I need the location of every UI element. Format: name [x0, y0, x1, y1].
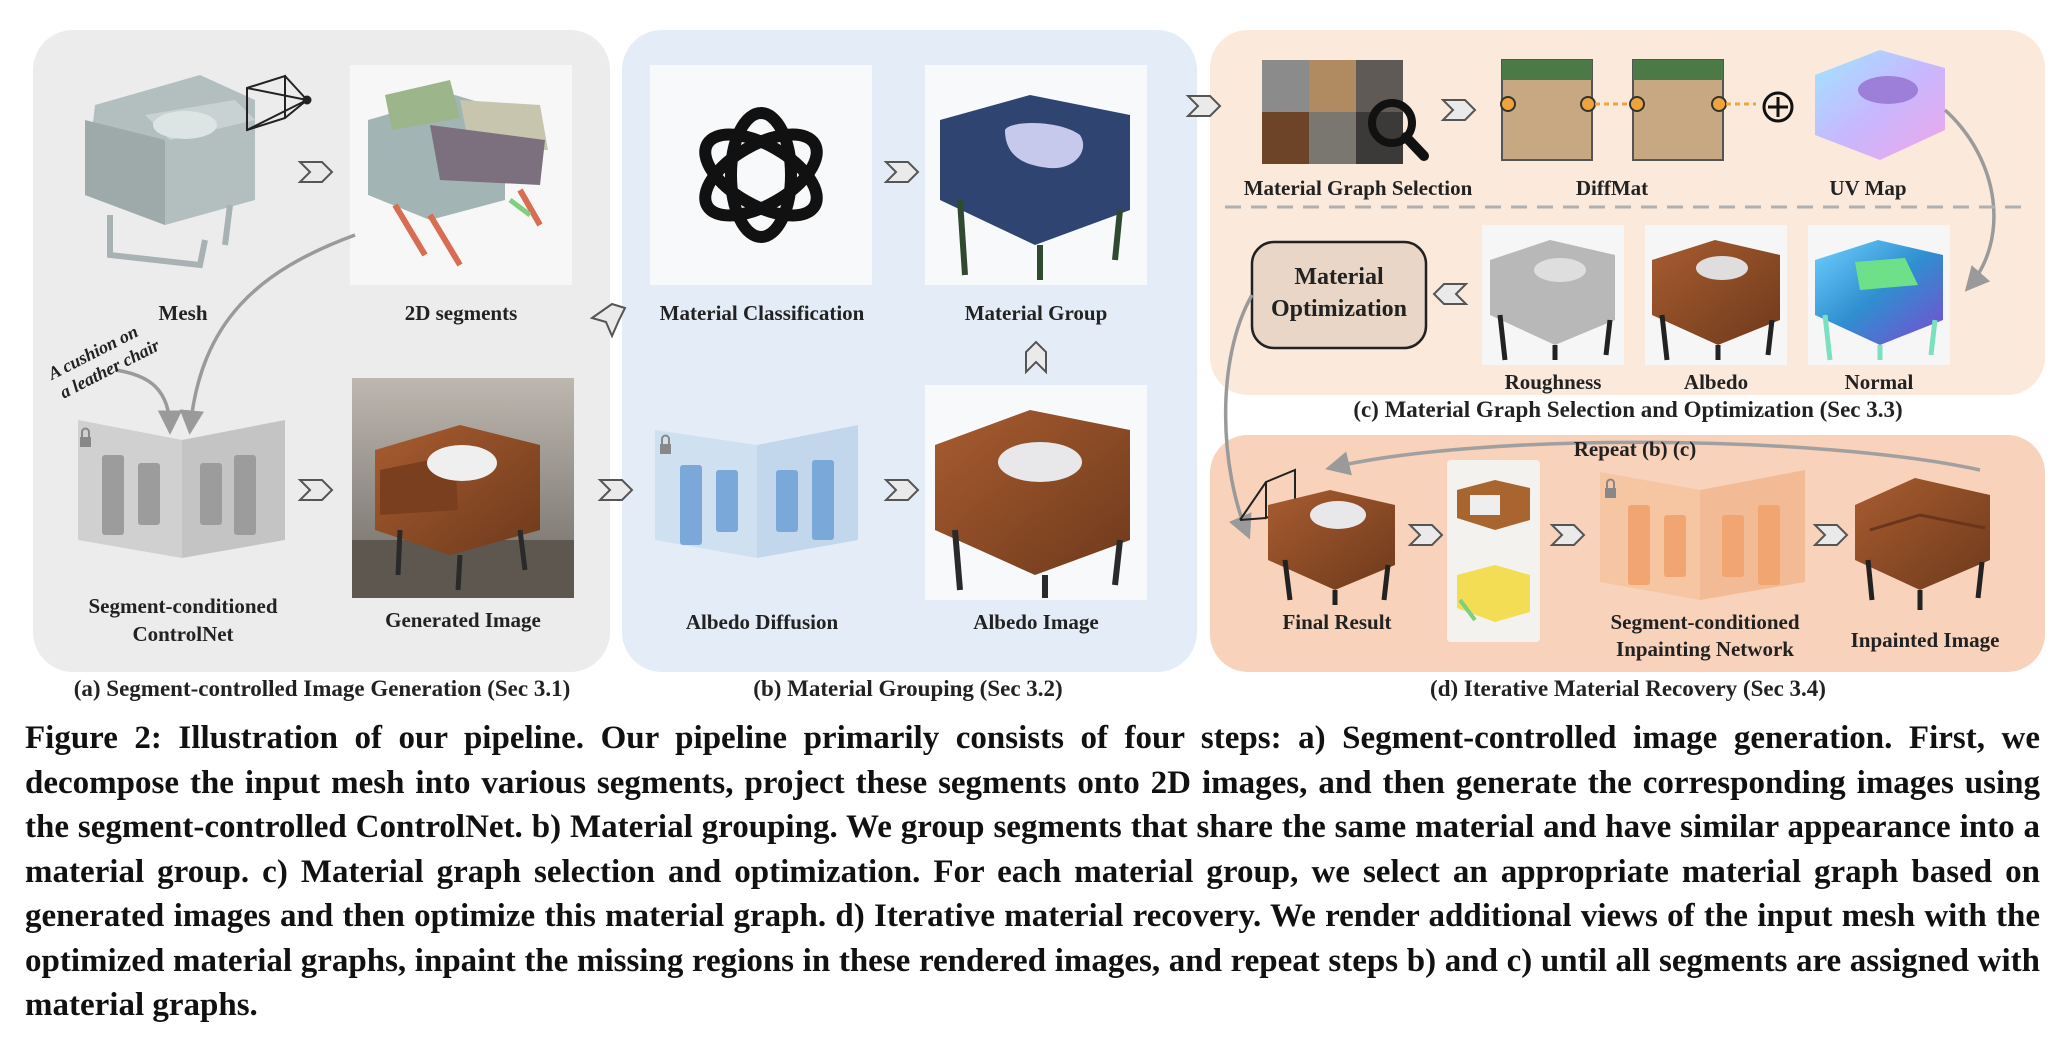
inpainted-image-label: Inpainted Image — [1851, 628, 2000, 652]
chevron-left-icon — [1432, 283, 1469, 305]
camera-icon — [246, 74, 312, 132]
chevron-icon — [1407, 524, 1444, 546]
material-optimization-line2: Optimization — [1271, 296, 1407, 322]
roughness-label: Roughness — [1505, 370, 1602, 394]
arrow-uv-to-normal — [1943, 108, 1996, 292]
normal-label: Normal — [1845, 370, 1914, 394]
section-c-title: (c) Material Graph Selection and Optimiz… — [1353, 397, 1902, 422]
repeat-label: Repeat (b) (c) — [1574, 437, 1696, 461]
material-group-label: Material Group — [965, 301, 1108, 325]
chevron-icon — [589, 302, 627, 339]
material-graph-selection-image — [1262, 60, 1403, 164]
generated-image — [352, 378, 574, 598]
controlnet-block — [78, 420, 285, 558]
inpainted-image — [1855, 478, 1990, 610]
arrow-segments-to-controlnet — [179, 233, 356, 435]
generated-image-label: Generated Image — [385, 608, 541, 632]
inpainting-label-line2: Inpainting Network — [1616, 637, 1794, 661]
chevron-icon — [297, 161, 334, 183]
plus-circle-icon — [1762, 91, 1794, 123]
chevron-icon — [883, 479, 920, 501]
final-result-image — [1268, 490, 1395, 605]
lock-icon — [80, 437, 91, 447]
material-group-image — [925, 65, 1147, 285]
uv-map-image — [1815, 50, 1945, 160]
mesh-label: Mesh — [159, 301, 208, 325]
section-a-title: (a) Segment-controlled Image Generation … — [74, 676, 571, 701]
controlnet-label-line1: Segment-conditioned — [89, 594, 278, 618]
pipeline-diagram: Mesh 2D segments A cushion on a leather … — [33, 30, 2045, 701]
inpainting-label-line1: Segment-conditioned — [1611, 610, 1800, 634]
albedo-label: Albedo — [1684, 370, 1748, 394]
chevron-icon — [1440, 99, 1477, 121]
albedo-map-image — [1645, 225, 1787, 365]
magnifier-icon — [1368, 99, 1429, 161]
roughness-image — [1482, 225, 1624, 365]
segments-2d-image — [350, 65, 572, 285]
inpaint-views-image — [1447, 460, 1540, 642]
chevron-icon — [1549, 524, 1586, 546]
lock-icon — [660, 444, 671, 454]
material-classification-label: Material Classification — [660, 301, 865, 325]
material-graph-selection-label: Material Graph Selection — [1244, 176, 1473, 200]
uv-map-label: UV Map — [1829, 176, 1906, 200]
inpainting-network-block — [1600, 470, 1805, 600]
section-b-title: (b) Material Grouping (Sec 3.2) — [753, 676, 1062, 701]
chevron-icon — [1812, 524, 1849, 546]
normal-map-image — [1808, 225, 1950, 365]
albedo-image-label: Albedo Image — [973, 610, 1098, 634]
material-optimization-line1: Material — [1294, 264, 1384, 290]
diffmat-node-1 — [1500, 59, 1596, 161]
chevron-up-icon — [1025, 340, 1047, 375]
chevron-icon — [597, 479, 634, 501]
final-result-label: Final Result — [1282, 610, 1391, 634]
albedo-image — [925, 385, 1147, 600]
material-optimization-box — [1250, 240, 1428, 350]
arrow-prompt-to-controlnet — [114, 368, 183, 435]
mesh-chair-image — [85, 75, 255, 269]
repeat-arrow — [1325, 440, 1981, 476]
section-d-title: (d) Iterative Material Recovery (Sec 3.4… — [1430, 676, 1826, 701]
figure-caption: Figure 2: Illustration of our pipeline. … — [25, 720, 2040, 1023]
controlnet-label-line2: ControlNet — [132, 622, 233, 646]
lock-icon — [1605, 488, 1616, 498]
albedo-diffusion-label: Albedo Diffusion — [686, 610, 839, 634]
material-classification-image — [650, 65, 872, 285]
diffmat-label: DiffMat — [1576, 176, 1648, 200]
chevron-icon — [883, 161, 920, 183]
segments-2d-label: 2D segments — [405, 301, 518, 325]
arrow-optimization-to-final — [1223, 294, 1254, 540]
albedo-diffusion-block — [655, 425, 858, 558]
diffmat-node-2 — [1629, 59, 1727, 161]
chevron-icon — [297, 479, 334, 501]
chevron-icon — [1185, 95, 1222, 117]
